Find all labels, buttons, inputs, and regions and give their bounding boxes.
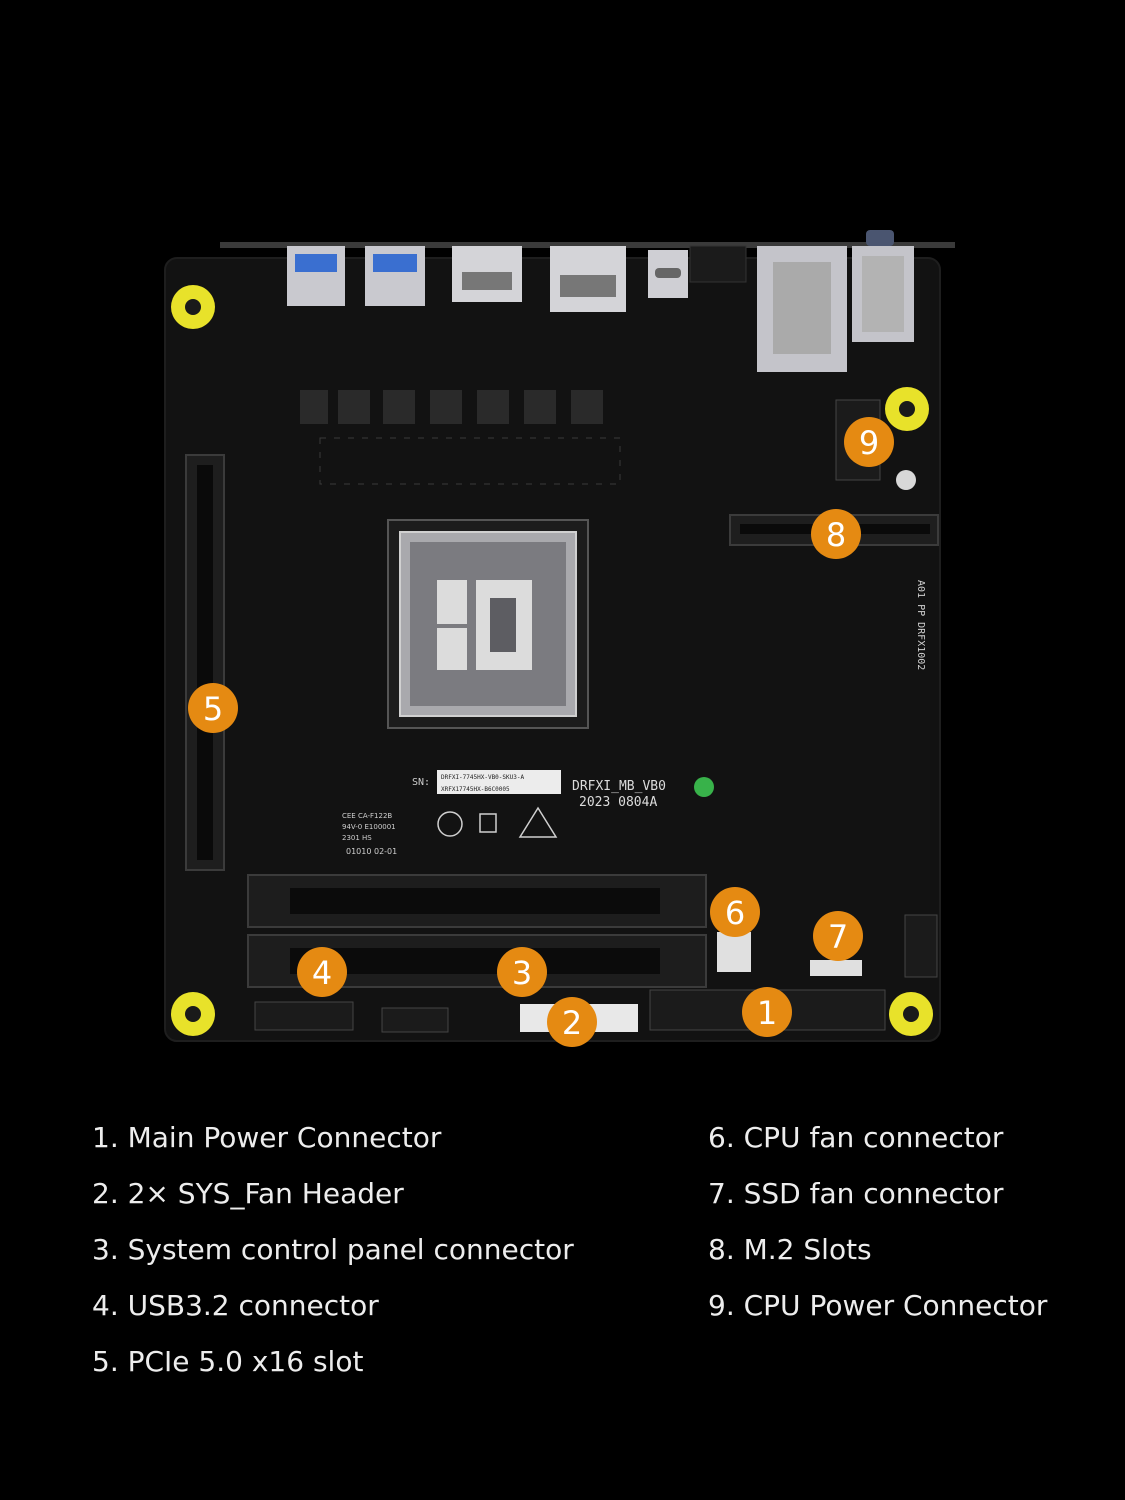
svg-text:6: 6 bbox=[725, 894, 745, 932]
legend-item-main-power: 1. Main Power Connector bbox=[92, 1121, 442, 1154]
marker-8: 8 bbox=[811, 509, 861, 559]
warning-triangle-icon bbox=[518, 806, 558, 838]
svg-text:1: 1 bbox=[757, 994, 777, 1032]
cert-line-3: 2301 HS bbox=[342, 834, 372, 842]
number-markers: 1 2 3 4 5 6 7 8 bbox=[188, 417, 894, 1047]
marker-6: 6 bbox=[710, 887, 760, 937]
marker-4: 4 bbox=[297, 947, 347, 997]
sticker-line-2: XRFX17745HX-B6C0005 bbox=[441, 786, 510, 793]
svg-text:3: 3 bbox=[512, 954, 532, 992]
memory-slots bbox=[247, 874, 707, 988]
svg-text:2: 2 bbox=[562, 1004, 582, 1042]
legend-item-cpu-power: 9. CPU Power Connector bbox=[708, 1289, 1048, 1322]
marker-3: 3 bbox=[497, 947, 547, 997]
pcie-slot bbox=[185, 454, 225, 871]
side-text: A01 PP DRFX1002 bbox=[915, 580, 926, 670]
legend-left-column: 1. Main Power Connector 2. 2× SYS_Fan He… bbox=[92, 1110, 692, 1390]
audio-jack bbox=[689, 245, 747, 283]
legend-item-m2: 8. M.2 Slots bbox=[708, 1233, 872, 1266]
front-panel-header bbox=[381, 1007, 449, 1033]
legend-right-column: 6. CPU fan connector 7. SSD fan connecto… bbox=[708, 1110, 1118, 1334]
cert-line-1: CEE CA-F122B bbox=[342, 812, 392, 820]
mounting-holes bbox=[171, 285, 933, 1036]
marker-5: 5 bbox=[188, 683, 238, 733]
vrm-area bbox=[300, 390, 621, 485]
svg-text:7: 7 bbox=[828, 918, 848, 956]
svg-text:5: 5 bbox=[203, 690, 223, 728]
svg-text:4: 4 bbox=[312, 954, 332, 992]
marker-2: 2 bbox=[547, 997, 597, 1047]
legend-item-ssd-fan: 7. SSD fan connector bbox=[708, 1177, 1004, 1210]
sn-label: SN: bbox=[412, 777, 430, 788]
cert-line-4: 01010 02-01 bbox=[346, 847, 397, 856]
cert-line-2: 94V-0 E100001 bbox=[342, 823, 396, 831]
green-sticker bbox=[694, 777, 714, 797]
board-date: 2023 0804A bbox=[579, 795, 657, 810]
pb-free-icon bbox=[437, 811, 463, 837]
svg-text:8: 8 bbox=[826, 516, 846, 554]
motherboard-diagram: SN: DRFXI-7745HX-VB0-SKU3-A XRFX17745HX-… bbox=[164, 230, 955, 1047]
svg-text:9: 9 bbox=[859, 424, 879, 462]
io-knob bbox=[866, 230, 894, 246]
marker-7: 7 bbox=[813, 911, 863, 961]
io-shield bbox=[220, 242, 955, 248]
legend-item-pcie: 5. PCIe 5.0 x16 slot bbox=[92, 1345, 364, 1378]
legend-item-usb32: 4. USB3.2 connector bbox=[92, 1289, 379, 1322]
serial-sticker bbox=[437, 770, 561, 794]
legend-item-control-panel: 3. System control panel connector bbox=[92, 1233, 574, 1266]
legend-item-cpu-fan: 6. CPU fan connector bbox=[708, 1121, 1004, 1154]
cpu-socket bbox=[387, 519, 589, 729]
board-model: DRFXI_MB_VB0 bbox=[572, 779, 666, 794]
compliance-icons bbox=[437, 806, 558, 838]
marker-9: 9 bbox=[844, 417, 894, 467]
marker-1: 1 bbox=[742, 987, 792, 1037]
usb-header bbox=[254, 1001, 354, 1031]
cpu-fan-header bbox=[717, 932, 751, 972]
sticker-line-1: DRFXI-7745HX-VB0-SKU3-A bbox=[441, 774, 524, 781]
rear-io-ports bbox=[287, 245, 914, 372]
board-labels: SN: DRFXI-7745HX-VB0-SKU3-A XRFX17745HX-… bbox=[342, 580, 926, 856]
weee-bin-icon bbox=[479, 813, 497, 833]
ssd-fan-header bbox=[810, 960, 862, 976]
legend-item-sys-fan: 2. 2× SYS_Fan Header bbox=[92, 1177, 404, 1210]
